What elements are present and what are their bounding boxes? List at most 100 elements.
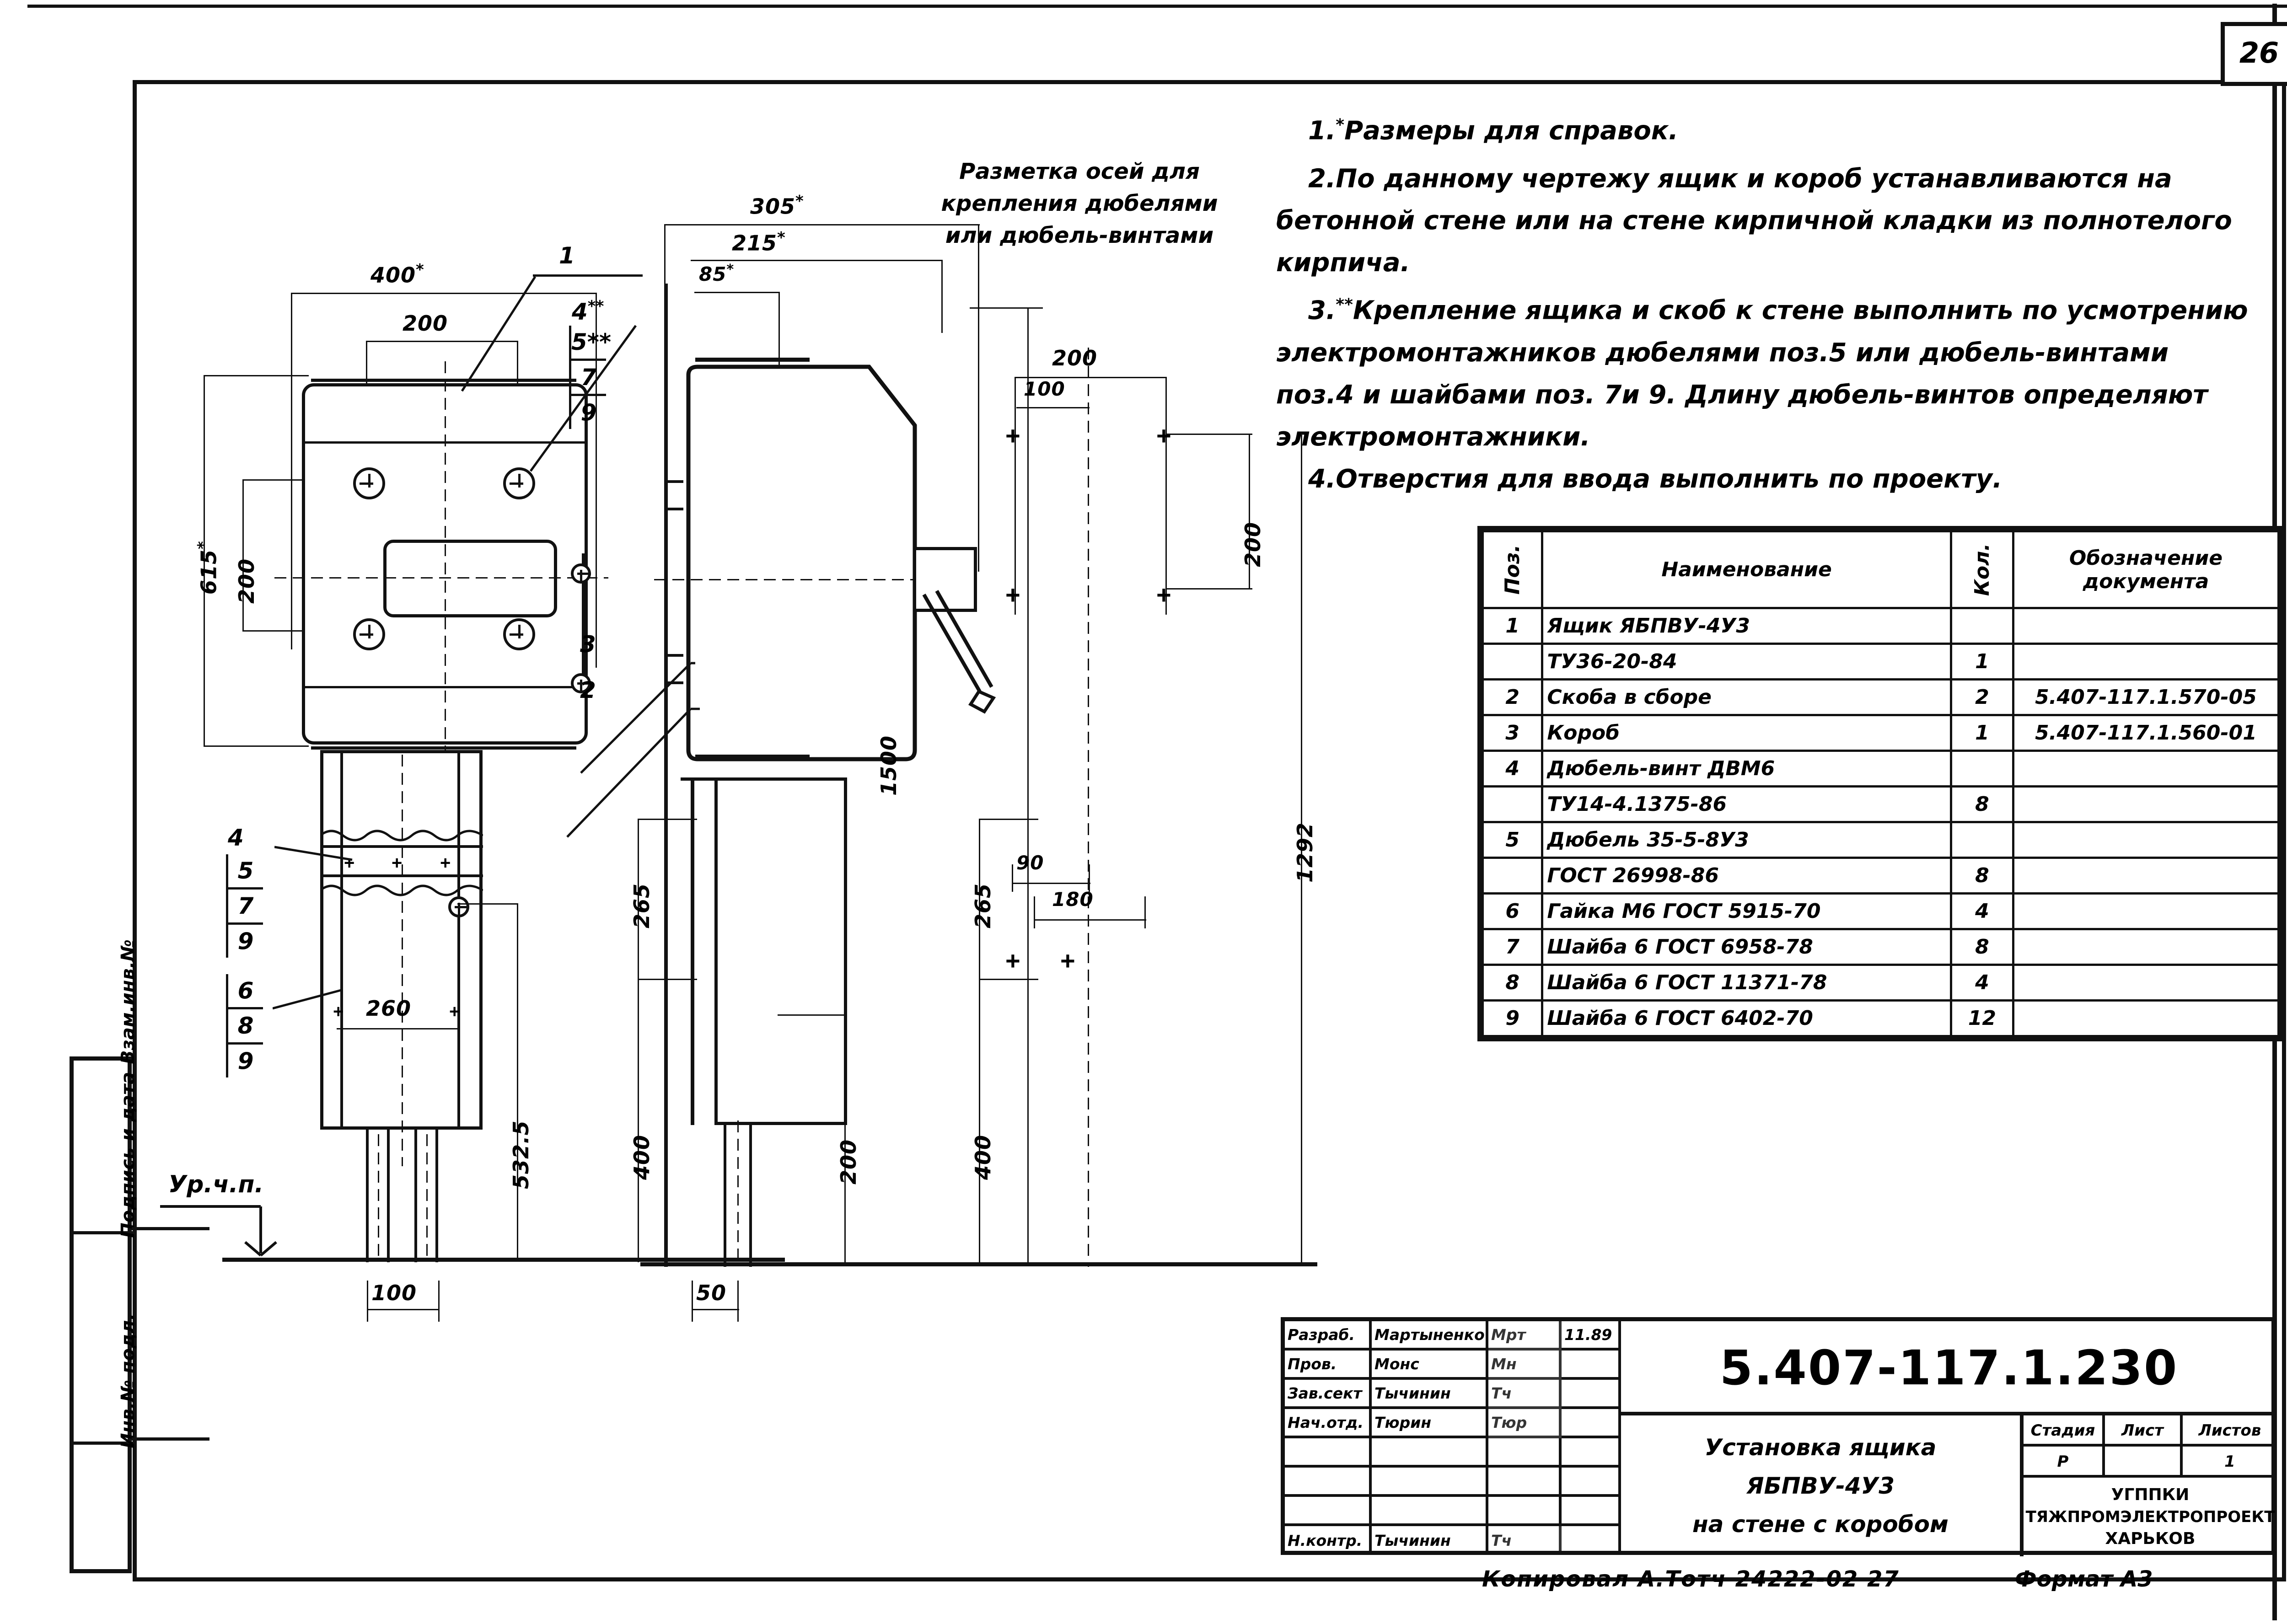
- cell-qty: 8: [1949, 857, 2015, 895]
- note-text: Крепление ящика и скоб к стене выполнить…: [1353, 295, 2248, 326]
- ext-265-mid: [638, 979, 697, 980]
- cable-line: [366, 1130, 369, 1262]
- ext-200-side-top: [778, 1014, 846, 1016]
- dim-line-mark-200-right: [1249, 434, 1250, 589]
- note-item: поз.4 и шайбами поз. 7и 9. Длину дюбель-…: [1276, 374, 2273, 416]
- drawing-title-line1: Установка ящика: [1704, 1434, 1937, 1461]
- cabinet-front-bottom-flange: [311, 746, 576, 750]
- role-date: 11.89: [1562, 1321, 1621, 1351]
- dim-mark-265: 265: [971, 883, 995, 928]
- left-margin-cell-signature: Подпись и дата: [74, 1072, 139, 1445]
- role-signature: [1488, 1438, 1562, 1468]
- bracket-screw-icon: [571, 673, 591, 693]
- cell-pos: [1481, 643, 1544, 681]
- ext-line-400-right: [596, 293, 597, 668]
- marking-title-line3: или дюбель-винтами: [945, 223, 1214, 248]
- note-item: электромонтажников дюбелями поз.5 или дю…: [1276, 332, 2273, 374]
- sheet-label: Лист: [2105, 1415, 2183, 1447]
- leader-stack-item-6: 6: [228, 974, 263, 1009]
- left-margin-label-vzam: Взам.инв.№: [118, 939, 139, 1064]
- cell-doc: [2012, 857, 2280, 895]
- note-text: кирпича.: [1276, 248, 1410, 278]
- ext-615-top: [204, 375, 309, 376]
- axis-cross-mark: +: [1060, 946, 1075, 975]
- role-date: [1562, 1438, 1621, 1468]
- cell-name: Скоба в сборе: [1541, 678, 1952, 716]
- dim-line-305: [664, 224, 980, 225]
- leader-label-4-top: 4**: [572, 297, 604, 325]
- cell-doc: [2012, 892, 2280, 930]
- cabinet-side-bottom-flange: [695, 755, 810, 759]
- wall-fixing: [664, 654, 683, 657]
- ext-180-right: [1144, 896, 1146, 928]
- dim-line-180: [1034, 919, 1146, 921]
- ext-mark-265-mid: [979, 979, 1038, 980]
- dim-532: 532.5: [509, 1120, 533, 1189]
- header-pos: Поз.: [1481, 530, 1544, 609]
- left-margin-blank-row: [132, 1230, 209, 1441]
- cell-name: Короб: [1541, 714, 1952, 752]
- leader-label-3: 3: [580, 631, 596, 658]
- ext-85-right: [778, 292, 780, 365]
- cell-name: Дюбель 35-5-8У3: [1541, 821, 1952, 859]
- fastener-mark: +: [392, 853, 403, 873]
- dim-85: 85*: [699, 262, 735, 285]
- role-label: Н.контр.: [1285, 1526, 1372, 1554]
- ext-mark-200-left: [1015, 377, 1016, 615]
- page-number-box: 26: [2221, 22, 2287, 86]
- note-text: электромонтажников дюбелями поз.5 или дю…: [1276, 338, 2169, 368]
- note-superscript: *: [1336, 116, 1345, 134]
- sheet-format-label: Формат А3: [2015, 1566, 2153, 1592]
- sheet-top-rule: [27, 5, 2287, 8]
- dim-260: 260: [366, 996, 412, 1021]
- ext-mark-200r-bottom: [1165, 588, 1252, 590]
- ext-180-left: [1034, 896, 1035, 928]
- cell-pos: [1481, 857, 1544, 895]
- dim-line-mark-100: [1016, 407, 1090, 408]
- marking-title-line1: Разметка осей для: [959, 159, 1200, 184]
- left-margin-blank-strip: [132, 1056, 209, 1573]
- cell-qty: 12: [1949, 999, 2015, 1037]
- cell-qty: 1: [1949, 643, 2015, 681]
- cabinet-side-profile: [686, 364, 917, 761]
- note-item: электромонтажники.: [1276, 416, 2273, 458]
- ext-265-top: [638, 819, 697, 820]
- side-handle-lever: [922, 590, 996, 714]
- dim-1292: 1292: [1293, 822, 1317, 883]
- dim-line-50: [692, 1309, 739, 1310]
- cell-pos: 2: [1481, 678, 1544, 716]
- conduit-box-edge-left: [340, 750, 343, 1130]
- dim-400: 400*: [370, 261, 424, 288]
- cell-pos: 7: [1481, 928, 1544, 966]
- ext-90-right: [1089, 864, 1090, 892]
- role-label: Нач.отд.: [1285, 1409, 1372, 1438]
- leader-4-bottom-line: [274, 846, 353, 861]
- role-date: [1562, 1468, 1621, 1497]
- ext-line-400-left: [291, 293, 292, 649]
- role-name: [1372, 1438, 1488, 1468]
- cell-qty: 4: [1949, 892, 2015, 930]
- dim-615: 615*: [194, 541, 221, 595]
- leader-stack-item-8: 8: [228, 1009, 263, 1045]
- cell-doc: [2012, 999, 2280, 1037]
- note-item: 2.По данному чертежу ящик и короб устана…: [1276, 152, 2273, 200]
- cell-pos: 8: [1481, 964, 1544, 1002]
- note-text: Отверстия для ввода выполнить по проекту…: [1336, 464, 2002, 494]
- specification-table: Поз. Наименование Кол. Обозначение докум…: [1477, 526, 2284, 1041]
- cabinet-front-window: [383, 540, 557, 617]
- dim-305: 305*: [750, 192, 804, 219]
- leader-stack-item-9: 9: [580, 399, 597, 426]
- cell-qty: 1: [1949, 714, 2015, 752]
- dim-line-90: [1012, 883, 1090, 884]
- cell-name: ТУ36-20-84: [1541, 643, 1952, 681]
- left-margin-blank-row: [132, 1441, 209, 1573]
- leader-stack-item-7: 7: [571, 361, 606, 396]
- dim-50: 50: [696, 1281, 727, 1305]
- cabinet-front-top-flange: [311, 379, 576, 382]
- mounting-screw-icon: [353, 618, 385, 650]
- note-text: поз.4 и шайбами поз. 7и 9. Длину дюбель-…: [1276, 380, 2208, 410]
